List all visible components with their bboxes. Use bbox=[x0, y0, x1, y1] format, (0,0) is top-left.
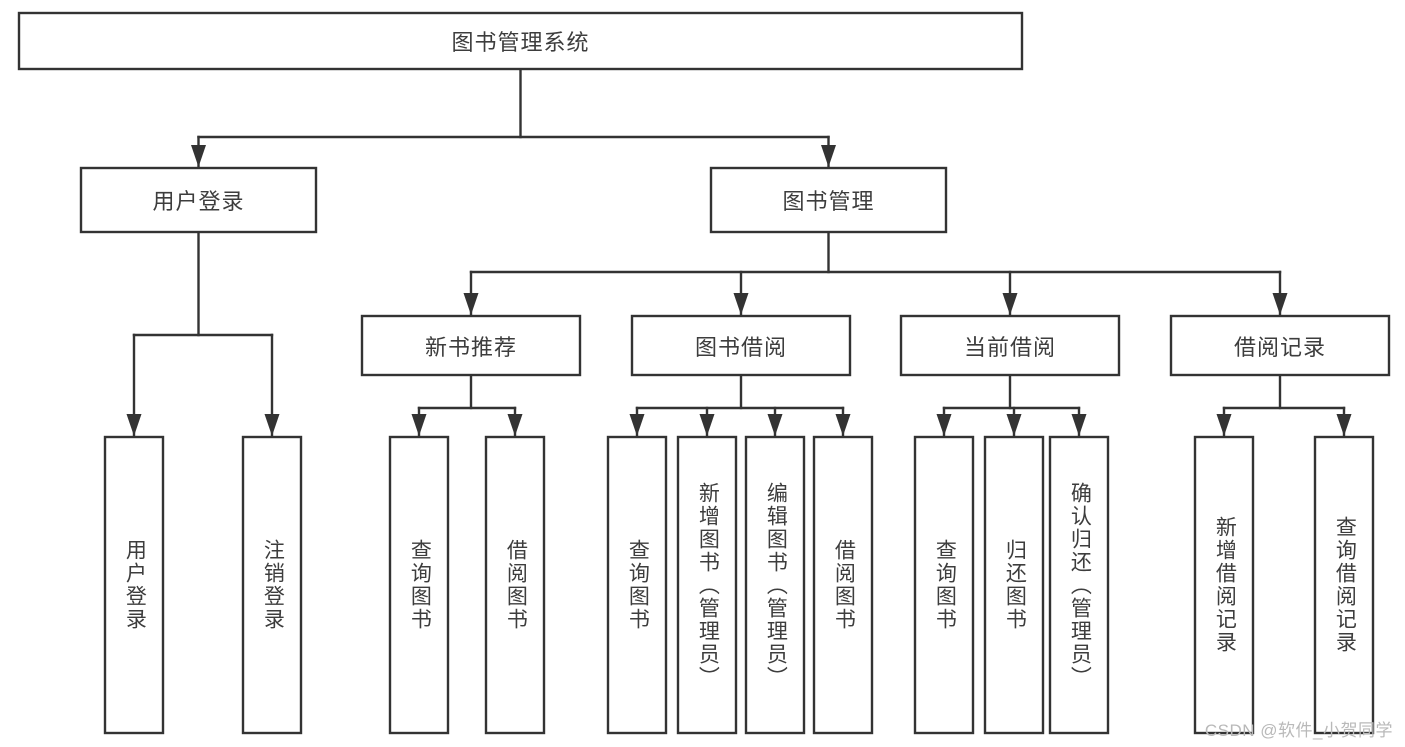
connector-lines bbox=[126, 67, 1352, 437]
arrow-head-icon bbox=[699, 414, 715, 436]
node-box-current-query-book[interactable] bbox=[913, 435, 975, 735]
arrow-head-icon bbox=[835, 414, 851, 436]
arrow-head-icon bbox=[1006, 414, 1022, 436]
arrow-head-icon bbox=[767, 414, 783, 436]
arrow-head-icon bbox=[936, 414, 952, 436]
node-box-user-login-do[interactable] bbox=[103, 435, 165, 735]
arrow-head-icon bbox=[463, 293, 479, 315]
arrow-head-icon bbox=[126, 414, 142, 436]
node-boxes bbox=[17, 11, 1391, 735]
node-box-borrow-add-book-admin[interactable] bbox=[676, 435, 738, 735]
node-box-user-logout[interactable] bbox=[241, 435, 303, 735]
arrow-head-icon bbox=[1336, 414, 1352, 436]
node-box-record-add[interactable] bbox=[1193, 435, 1255, 735]
node-box-borrow-edit-book-admin[interactable] bbox=[744, 435, 806, 735]
arrow-head-icon bbox=[507, 414, 523, 436]
arrow-head-icon bbox=[629, 414, 645, 436]
node-box-book-borrow[interactable] bbox=[630, 314, 852, 377]
arrow-head-icon bbox=[821, 145, 836, 167]
node-box-new-book-recommend[interactable] bbox=[360, 314, 582, 377]
node-box-recommend-query-book[interactable] bbox=[388, 435, 450, 735]
node-box-current-confirm-return-admin[interactable] bbox=[1048, 435, 1110, 735]
arrow-head-icon bbox=[733, 293, 749, 315]
node-box-current-return-book[interactable] bbox=[983, 435, 1045, 735]
node-box-recommend-borrow-book[interactable] bbox=[484, 435, 546, 735]
node-box-book-manage[interactable] bbox=[709, 166, 948, 234]
arrow-head-icon bbox=[1071, 414, 1087, 436]
node-box-root[interactable] bbox=[17, 11, 1024, 71]
node-box-current-borrow[interactable] bbox=[899, 314, 1121, 377]
node-box-borrow-query-book[interactable] bbox=[606, 435, 668, 735]
arrow-head-icon bbox=[1002, 293, 1018, 315]
node-box-borrow-borrow-book[interactable] bbox=[812, 435, 874, 735]
node-box-record-query[interactable] bbox=[1313, 435, 1375, 735]
arrow-head-icon bbox=[264, 414, 280, 436]
arrow-head-icon bbox=[411, 414, 427, 436]
node-box-borrow-record[interactable] bbox=[1169, 314, 1391, 377]
arrow-head-icon bbox=[191, 145, 206, 167]
node-box-user-login[interactable] bbox=[79, 166, 318, 234]
arrow-head-icon bbox=[1216, 414, 1232, 436]
arrow-head-icon bbox=[1272, 293, 1288, 315]
